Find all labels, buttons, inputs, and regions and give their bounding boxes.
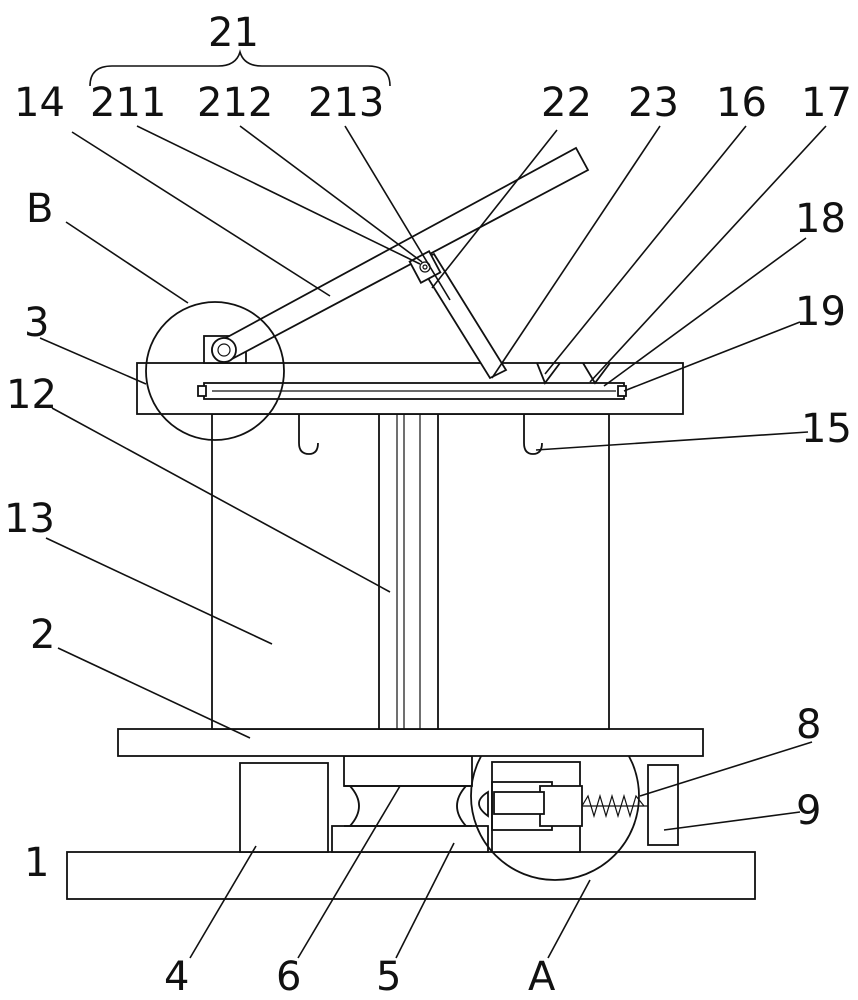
leader-18	[603, 237, 807, 387]
label-21: 21	[208, 10, 259, 56]
leader-212	[239, 125, 423, 263]
clamp-rod-outer	[539, 785, 583, 827]
leader-6	[297, 785, 401, 959]
label-17: 17	[801, 80, 852, 126]
spring	[581, 793, 645, 819]
left-hook	[298, 414, 319, 455]
wedge-block-right	[582, 362, 611, 385]
center-upper-block	[343, 755, 473, 787]
pivot-pin-front	[211, 337, 237, 363]
label-19: 19	[795, 289, 846, 335]
label-18: 18	[795, 196, 846, 242]
leader-A	[547, 879, 591, 959]
label-9: 9	[796, 788, 821, 834]
leader-213	[344, 125, 451, 301]
label-211: 211	[90, 80, 166, 126]
label-B: B	[26, 186, 53, 232]
leader-23	[491, 125, 661, 379]
leader-17	[589, 125, 827, 383]
clamp-rod	[493, 791, 545, 815]
leader-12	[51, 407, 391, 593]
leader-B	[65, 221, 189, 304]
label-A: A	[528, 954, 556, 1000]
label-22: 22	[541, 80, 592, 126]
rotating-drum	[349, 785, 467, 827]
detail-circle-b	[145, 301, 285, 441]
rail-end-left	[197, 385, 207, 397]
screw-rod	[378, 413, 439, 730]
label-213: 213	[308, 80, 384, 126]
leader-211	[136, 125, 421, 265]
leader-2	[57, 647, 251, 739]
leader-16	[544, 125, 747, 375]
group-brace-21	[89, 49, 391, 87]
clamp-head	[478, 790, 489, 818]
lower-platform	[117, 728, 704, 757]
label-8: 8	[796, 702, 821, 748]
label-4: 4	[164, 954, 189, 1000]
leader-19	[623, 321, 801, 392]
label-1: 1	[24, 840, 49, 886]
lever-arm	[220, 146, 590, 362]
leader-5	[395, 842, 455, 959]
hinge-pin-core	[422, 264, 428, 270]
leader-13	[45, 537, 273, 645]
leader-3	[39, 337, 147, 385]
base-plate	[66, 851, 756, 900]
label-23: 23	[628, 80, 679, 126]
leader-9	[663, 811, 801, 831]
leader-14	[71, 131, 331, 297]
leader-15	[535, 431, 809, 451]
label-212: 212	[197, 80, 273, 126]
label-3: 3	[24, 300, 49, 346]
label-13: 13	[4, 496, 55, 542]
leader-22	[431, 129, 558, 289]
label-6: 6	[276, 954, 301, 1000]
leader-8	[639, 741, 813, 797]
label-5: 5	[376, 954, 401, 1000]
pivot-pin-front-inner	[217, 343, 231, 357]
center-lower-block	[331, 825, 489, 853]
label-12: 12	[6, 372, 57, 418]
label-14: 14	[14, 80, 65, 126]
label-16: 16	[716, 80, 767, 126]
leader-4	[189, 845, 257, 959]
wedge-block-left	[536, 362, 561, 385]
label-2: 2	[30, 612, 55, 658]
left-support-block	[239, 762, 329, 853]
label-15: 15	[801, 406, 852, 452]
right-hook	[523, 414, 543, 455]
handle-plate	[647, 764, 679, 846]
